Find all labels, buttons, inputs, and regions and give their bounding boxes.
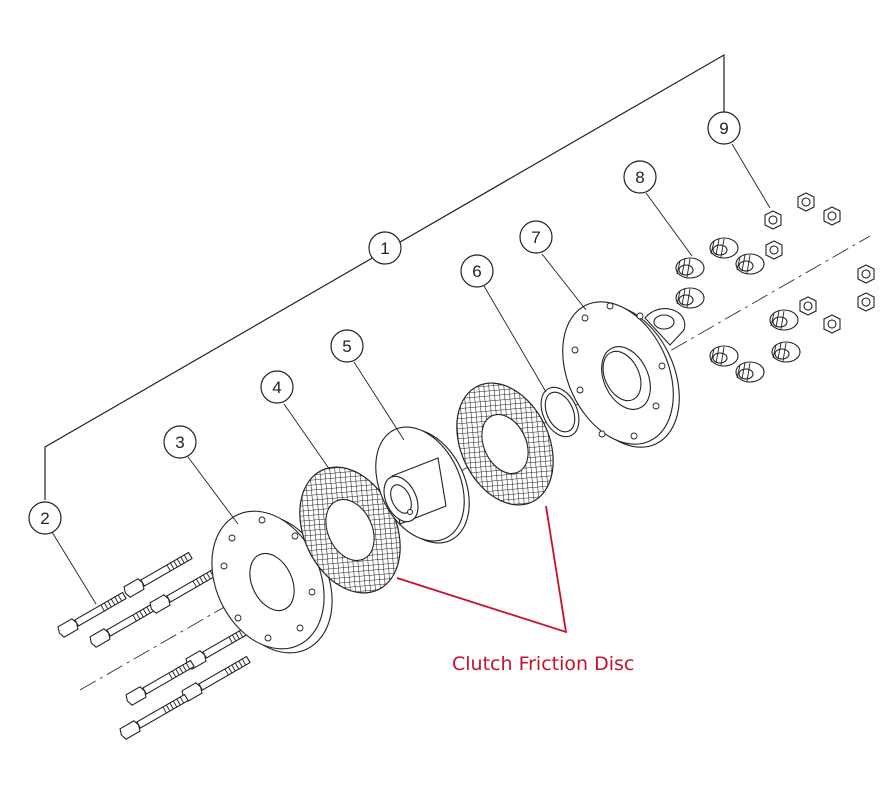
housing-flange bbox=[562, 301, 686, 448]
callout-4: 4 bbox=[260, 370, 294, 404]
callout-7-label: 7 bbox=[531, 228, 540, 247]
hub bbox=[375, 426, 470, 544]
callout-6: 6 bbox=[460, 254, 494, 288]
callout-7: 7 bbox=[519, 220, 553, 254]
callout-1: 1 bbox=[368, 231, 402, 265]
callout-3-label: 3 bbox=[175, 433, 184, 452]
spacer-ring bbox=[540, 386, 580, 438]
leader-lines bbox=[51, 143, 771, 605]
annotation-label: Clutch Friction Disc bbox=[452, 653, 634, 675]
callout-9: 9 bbox=[707, 111, 741, 145]
callout-2-label: 2 bbox=[40, 509, 49, 528]
callout-4-label: 4 bbox=[272, 378, 281, 397]
bolt-set bbox=[57, 551, 255, 740]
bolt bbox=[125, 659, 195, 706]
flange-plate bbox=[211, 510, 333, 654]
bolt bbox=[57, 591, 127, 638]
center-axis bbox=[79, 235, 871, 691]
callout-6-label: 6 bbox=[472, 262, 481, 281]
nut-set bbox=[764, 192, 875, 334]
callout-8-label: 8 bbox=[635, 168, 644, 187]
callout-5-label: 5 bbox=[342, 337, 351, 356]
bolt bbox=[123, 551, 193, 598]
callout-2: 2 bbox=[28, 501, 62, 535]
callout-1-label: 1 bbox=[380, 239, 389, 258]
callout-3: 3 bbox=[163, 425, 197, 459]
callout-5: 5 bbox=[330, 329, 364, 363]
friction-disc-4 bbox=[299, 466, 401, 594]
spring-set bbox=[675, 237, 801, 383]
callout-8: 8 bbox=[623, 160, 657, 194]
bolt bbox=[149, 567, 219, 614]
friction-disc-annotation: Clutch Friction Disc bbox=[396, 505, 634, 675]
bolt bbox=[119, 693, 189, 740]
callout-9-label: 9 bbox=[719, 119, 728, 138]
friction-disc-6 bbox=[456, 382, 554, 506]
